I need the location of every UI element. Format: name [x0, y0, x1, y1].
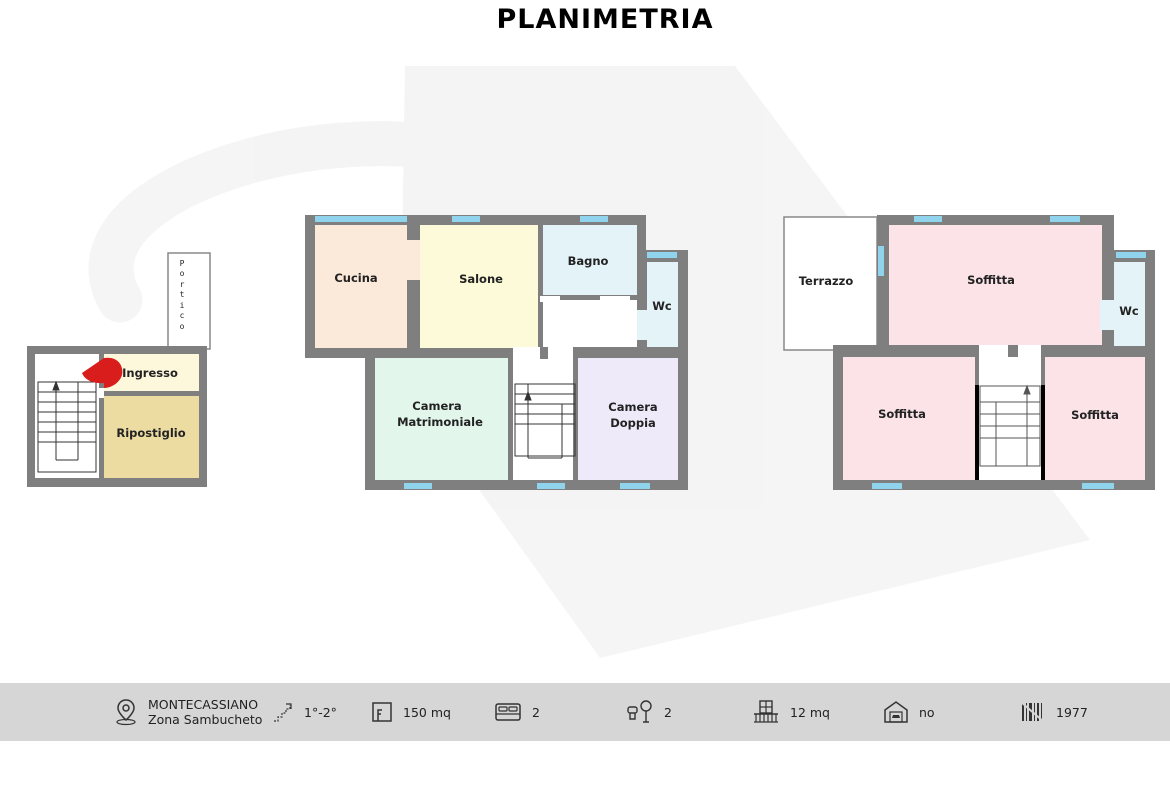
bed-icon [495, 703, 521, 721]
wc-first-label: Wc [652, 299, 672, 313]
stairs-icon [274, 703, 292, 722]
soffitta-right-label: Soffitta [1071, 408, 1119, 422]
camera-doppia-label-line2: Doppia [610, 416, 656, 430]
ripostiglio-label: Ripostiglio [116, 426, 185, 440]
balcony-info: 12 mq [752, 683, 830, 741]
wc-first-room [647, 262, 678, 347]
location-zone: Zona Sambucheto [148, 712, 263, 727]
soffitta-left-label: Soffitta [878, 407, 926, 421]
camera-matrimoniale-label-line1: Camera [412, 399, 461, 413]
bagno-label: Bagno [568, 254, 609, 268]
camera-doppia-room [578, 358, 678, 480]
bathrooms-info: 2 [626, 683, 672, 741]
area-info: 150 mq [371, 683, 451, 741]
ripostiglio-room [104, 396, 199, 478]
terrazzo-label: Terrazzo [799, 274, 854, 288]
terrazzo-area [783, 216, 878, 351]
cucina-room [315, 225, 407, 348]
year-value: 1977 [1056, 704, 1088, 720]
year-info: 1977 [1020, 683, 1088, 741]
year-barcode-icon [1020, 701, 1045, 723]
entry-arrow-icon [82, 357, 123, 388]
bathroom-icon [627, 700, 652, 723]
attic-windows [872, 216, 1146, 489]
svg-text:c: c [180, 311, 185, 320]
salone-room [420, 225, 538, 348]
attic-floor-plan: Terrazzo Soffitta Wc Soffitta Soffitta [783, 215, 1155, 490]
bagno-room [543, 225, 637, 295]
location-info: MONTECASSIANO Zona Sambucheto [114, 683, 262, 741]
bathrooms-value: 2 [664, 704, 672, 720]
cucina-label: Cucina [334, 271, 377, 285]
camera-doppia-label-line1: Camera [608, 400, 657, 414]
floors-info: 1°-2° [272, 683, 337, 741]
svg-text:o: o [180, 269, 185, 278]
soffitta-right-room [1045, 357, 1145, 480]
watermark-logo [88, 66, 1090, 658]
first-floor-stairs [514, 383, 576, 459]
ground-floor-plan: P o r t i c o Ingresso Ripostiglio [27, 252, 211, 487]
svg-text:t: t [180, 290, 185, 299]
balcony-value: 12 mq [790, 704, 830, 720]
garage-value: no [919, 704, 935, 720]
svg-text:o: o [180, 322, 185, 331]
camera-matrimoniale-label-line2: Matrimoniale [397, 415, 483, 429]
ingresso-label: Ingresso [122, 366, 178, 380]
floors-value: 1°-2° [304, 704, 337, 720]
portico-area [167, 252, 211, 350]
page-title: PLANIMETRIA [496, 4, 714, 35]
soffitta-top-label: Soffitta [967, 273, 1015, 287]
bedrooms-value: 2 [532, 704, 540, 720]
salone-label: Salone [459, 272, 503, 286]
wc-attic-label: Wc [1119, 304, 1139, 318]
first-floor-windows [315, 216, 677, 489]
floor-area-icon [372, 702, 392, 722]
garage-info: no [883, 683, 935, 741]
bedrooms-info: 2 [494, 683, 540, 741]
area-value: 150 mq [403, 704, 451, 720]
wc-attic-room [1114, 262, 1145, 346]
svg-text:i: i [180, 301, 185, 310]
ground-stairs [37, 380, 97, 473]
soffitta-top-room [889, 225, 1102, 345]
balcony-icon [754, 700, 778, 723]
first-floor-plan: Cucina Salone Bagno Wc Camera Matrimonia… [305, 215, 688, 490]
soffitta-left-room [843, 357, 975, 480]
floor-plan: P o r t i c o Ingresso Ripostiglio [27, 66, 1155, 658]
info-bar: MONTECASSIANO Zona Sambucheto 1°-2° 150 … [0, 683, 1170, 741]
attic-stairs [979, 384, 1041, 467]
portico-label: P o r t i c o [180, 259, 185, 331]
camera-matrimoniale-room [375, 358, 508, 480]
map-pin-icon [116, 699, 136, 726]
svg-text:r: r [180, 280, 185, 289]
garage-icon [884, 701, 908, 723]
location-city: MONTECASSIANO [148, 697, 259, 712]
svg-text:P: P [180, 259, 185, 268]
